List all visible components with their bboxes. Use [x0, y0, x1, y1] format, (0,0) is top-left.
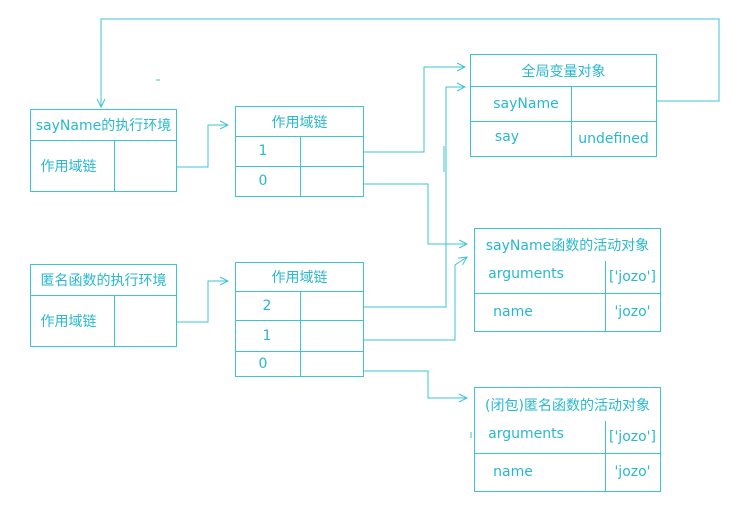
closure-activation-name-value: 'jozo'	[614, 464, 651, 480]
scope-chain-2: 作用域链 2 1 0	[235, 262, 364, 377]
anon-env-title: 匿名函数的执行环境	[40, 273, 167, 289]
global-sayname-value	[571, 86, 656, 121]
scope-chain-2-index-0: 0	[258, 355, 268, 372]
scope-chain-1-index-0: 0	[258, 173, 268, 189]
scope-chain-1-index-1: 1	[258, 143, 268, 159]
global-object-title: 全局变量对象	[521, 63, 606, 80]
scope-chain-1-title: 作用域链	[271, 114, 328, 131]
scope-chain-2-title: 作用域链	[271, 270, 328, 286]
sayname-env-scope-label: 作用域链	[40, 158, 97, 175]
global-variable-object: 全局变量对象 sayName say undefined	[470, 54, 657, 157]
closure-activation-object: (闭包)匿名函数的活动对象 arguments ['jozo'] name 'j…	[474, 387, 661, 492]
global-to-sayname-env-arrow	[101, 18, 720, 107]
env1-to-chain1-arrow	[146, 125, 228, 168]
chain2-row2-to-global-arrow	[338, 87, 465, 308]
scope-chain-1: 作用域链 1 0	[235, 106, 364, 197]
sayname-activation-arguments-key: arguments	[488, 266, 564, 282]
env2-to-chain2-arrow	[146, 281, 228, 323]
chain1-row0-to-activation-arrow	[338, 183, 467, 244]
sayname-activation-title: sayName函数的活动对象	[485, 238, 650, 254]
sayname-activation-arguments-value: ['jozo']	[609, 269, 656, 285]
global-sayname-key: sayName	[493, 95, 559, 112]
sayname-activation-name-value: 'jozo'	[614, 304, 651, 320]
closure-activation-name-key: name	[493, 464, 533, 480]
global-say-key: say	[494, 129, 520, 145]
sayname-activation-name-key: name	[493, 304, 533, 320]
global-say-value: undefined	[578, 130, 649, 147]
sayname-activation-object: sayName函数的活动对象 arguments ['jozo'] name '…	[474, 228, 661, 332]
anon-env-scope-label: 作用域链	[40, 313, 97, 330]
chain2-row0-to-closure-arrow	[338, 370, 467, 398]
closure-activation-title: (闭包)匿名函数的活动对象	[485, 397, 650, 414]
closure-activation-arguments-key: arguments	[488, 426, 564, 442]
closure-activation-arguments-value: ['jozo']	[609, 429, 656, 445]
sayname-execution-context: sayName的执行环境 作用域链	[30, 109, 177, 192]
chain1-row1-to-global-arrow	[338, 67, 465, 153]
scope-chain-2-index-2: 2	[262, 297, 272, 314]
anon-execution-context: 匿名函数的执行环境 作用域链	[30, 264, 177, 347]
sayname-env-title: sayName的执行环境	[35, 118, 172, 134]
scope-chain-2-index-1: 1	[262, 327, 272, 344]
chain2-row1-to-activation-arrow	[338, 257, 467, 341]
